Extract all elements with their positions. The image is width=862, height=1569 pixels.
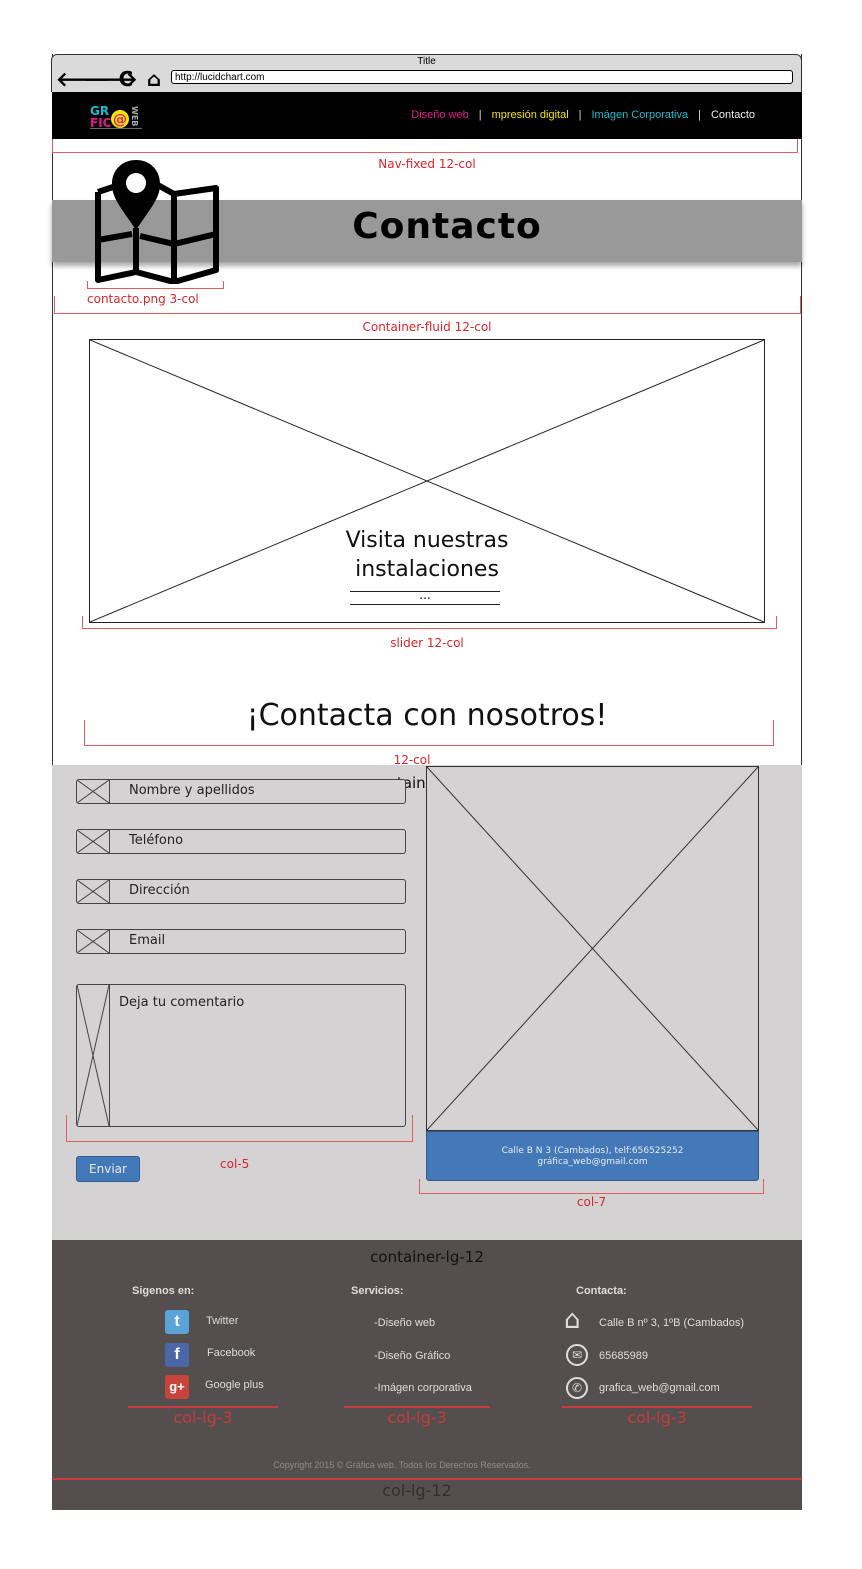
follow-heading: Sigenos en: bbox=[132, 1285, 195, 1297]
browser-chrome: Title 🡐🡒C ⌂ http://lucidchart.com bbox=[51, 54, 802, 92]
field-icon bbox=[76, 984, 110, 1127]
home-icon: ⌂ bbox=[564, 1305, 581, 1335]
email-field-label: Email bbox=[129, 933, 166, 948]
logo-text-top: GR bbox=[90, 104, 109, 118]
col-divider bbox=[344, 1406, 490, 1408]
nav-annotation: Nav-fixed 12-col bbox=[378, 157, 476, 171]
address-email: gráfica_web@gmail.com bbox=[537, 1157, 648, 1167]
name-field[interactable]: Nombre y apellidos bbox=[76, 779, 406, 804]
email-field[interactable]: Email bbox=[76, 929, 406, 954]
page-title: Contacto bbox=[352, 206, 542, 247]
slider-bracket bbox=[82, 616, 777, 629]
contact-title-annotation: 12-col bbox=[393, 753, 431, 767]
address-line: Calle B N 3 (Cambados), telf:656525252 bbox=[501, 1146, 684, 1156]
navbar: GR FIC @ WEB Diseño web | mpresión digital… bbox=[52, 92, 802, 139]
col7-annotation: col-7 bbox=[576, 1195, 607, 1209]
field-icon bbox=[76, 779, 110, 804]
nav-separator: | bbox=[478, 109, 482, 121]
footer-address: Calle B nº 3, 1ºB (Cambados) bbox=[599, 1317, 744, 1329]
footer-annotation: col-lg-12 bbox=[382, 1481, 452, 1500]
footer-email[interactable]: grafica_web@gmail.com bbox=[599, 1382, 720, 1394]
window-title: Title bbox=[417, 56, 436, 67]
nav-link-imagen-corporativa[interactable]: Imágen Corporativa bbox=[591, 109, 689, 121]
contact-heading: Contacta: bbox=[576, 1285, 627, 1297]
phone-field[interactable]: Teléfono bbox=[76, 829, 406, 854]
nav-annotation-bracket bbox=[52, 139, 798, 153]
col-annotation: col-lg-3 bbox=[173, 1408, 233, 1427]
mail-icon: ✉ bbox=[566, 1344, 588, 1366]
reload-icon[interactable]: C bbox=[118, 67, 134, 91]
copyright: Copyright 2015 © Gráfica web. Todos los … bbox=[273, 1460, 531, 1470]
address-bar[interactable]: http://lucidchart.com bbox=[171, 70, 793, 84]
footer-container-label: container-lg-12 bbox=[370, 1248, 484, 1266]
container-fluid-bracket bbox=[54, 296, 801, 314]
nav-separator: | bbox=[578, 109, 582, 121]
service-item[interactable]: -Diseño Gráfico bbox=[374, 1350, 451, 1362]
field-icon bbox=[76, 829, 110, 854]
browser-nav-icons: 🡐🡒C ⌂ bbox=[56, 67, 168, 91]
contacto-image-bracket bbox=[87, 281, 224, 289]
home-icon[interactable]: ⌂ bbox=[146, 67, 162, 91]
address-field-label: Dirección bbox=[129, 883, 190, 898]
col-annotation: col-lg-3 bbox=[627, 1408, 687, 1427]
field-icon bbox=[76, 879, 110, 904]
address-info: Calle B N 3 (Cambados), telf:656525252 g… bbox=[426, 1131, 759, 1181]
nav-separator: | bbox=[698, 109, 701, 121]
google-plus-link[interactable]: Google plus bbox=[205, 1379, 264, 1391]
slider-indicator[interactable]: ... bbox=[350, 589, 500, 605]
container-fluid-annotation: Container-fluid 12-col bbox=[362, 320, 492, 334]
site-logo[interactable]: GR FIC @ WEB bbox=[88, 102, 146, 130]
logo-text-bottom: FIC bbox=[90, 116, 112, 130]
google-plus-icon[interactable]: g+ bbox=[165, 1375, 189, 1399]
services-heading: Servicios: bbox=[351, 1285, 404, 1297]
contact-form-section: 12-col container-12 Nombre y apellidos T… bbox=[52, 753, 802, 1240]
send-button[interactable]: Enviar bbox=[76, 1156, 140, 1182]
forward-icon[interactable]: 🡒 bbox=[84, 67, 138, 91]
slider-caption-line2: instalaciones bbox=[355, 557, 499, 582]
slider-placeholder[interactable]: Visita nuestras instalaciones ... bbox=[89, 339, 765, 623]
back-icon[interactable]: 🡐 bbox=[56, 67, 110, 91]
nav-link-diseno-web[interactable]: Diseño web bbox=[411, 109, 469, 121]
footer: container-lg-12 Sigenos en: t Twitter f … bbox=[52, 1240, 802, 1510]
col-divider bbox=[128, 1406, 278, 1408]
facebook-link[interactable]: Facebook bbox=[207, 1347, 256, 1359]
field-icon bbox=[76, 929, 110, 954]
col5-bracket bbox=[66, 1115, 413, 1142]
logo-at: @ bbox=[113, 112, 127, 128]
col7-bracket bbox=[419, 1179, 764, 1194]
facebook-icon[interactable]: f bbox=[165, 1343, 189, 1367]
col-divider bbox=[562, 1406, 752, 1408]
contact-title-bracket bbox=[84, 720, 774, 746]
nav-link-contacto[interactable]: Contacto bbox=[710, 109, 755, 121]
name-field-label: Nombre y apellidos bbox=[129, 783, 255, 798]
footer-divider bbox=[52, 1478, 802, 1480]
logo-web: WEB bbox=[130, 106, 139, 126]
nav-link-impresion[interactable]: mpresión digital bbox=[491, 109, 569, 121]
slider-caption-line1: Visita nuestras bbox=[345, 528, 509, 553]
twitter-icon[interactable]: t bbox=[165, 1310, 189, 1334]
slider-caption: Visita nuestras instalaciones bbox=[90, 526, 764, 584]
map-placeholder[interactable] bbox=[426, 766, 759, 1131]
twitter-link[interactable]: Twitter bbox=[206, 1315, 239, 1327]
comment-textarea[interactable]: Deja tu comentario bbox=[76, 984, 406, 1127]
phone-icon: ✆ bbox=[566, 1377, 588, 1399]
service-item[interactable]: -Diseño web bbox=[374, 1317, 436, 1329]
phone-field-label: Teléfono bbox=[129, 833, 184, 848]
service-item[interactable]: -Imágen corporativa bbox=[374, 1382, 472, 1394]
slider-annotation: slider 12-col bbox=[390, 636, 464, 650]
footer-phone: 65685989 bbox=[599, 1350, 648, 1362]
comment-label: Deja tu comentario bbox=[119, 995, 245, 1010]
contacto-image-annotation: contacto.png 3-col bbox=[87, 292, 199, 306]
col5-annotation: col-5 bbox=[220, 1157, 250, 1171]
col-annotation: col-lg-3 bbox=[387, 1408, 447, 1427]
contact-title: ¡Contacta con nosotros! bbox=[246, 698, 608, 733]
address-field[interactable]: Dirección bbox=[76, 879, 406, 904]
map-pin-icon bbox=[92, 158, 222, 285]
nav-links: Diseño web | mpresión digital | Imágen Corpo… bbox=[406, 109, 760, 121]
